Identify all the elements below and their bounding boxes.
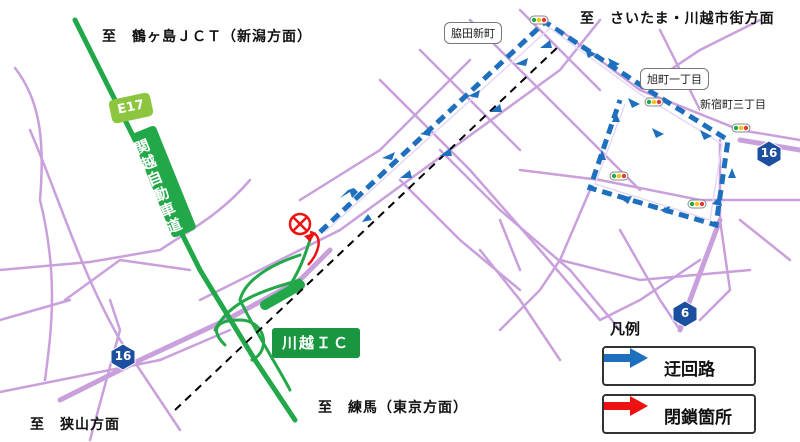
route-6-number: 6 bbox=[680, 306, 690, 320]
route-16-shield-west: 16 bbox=[110, 343, 136, 371]
shield-icon bbox=[672, 300, 698, 328]
destination-northeast: 至 さいたま・川越市街方面 bbox=[580, 11, 775, 27]
detour-arrows bbox=[340, 40, 736, 222]
expressway-name-label bbox=[132, 125, 196, 238]
boundary-line bbox=[174, 44, 561, 411]
intersection-asahi: 旭町一丁目 bbox=[640, 68, 709, 90]
red-arrow-icon bbox=[604, 396, 648, 416]
destination-southwest: 至 狭山方面 bbox=[30, 417, 120, 433]
traffic-signals bbox=[529, 15, 751, 209]
destination-north: 至 鶴ヶ島ＪＣＴ（新潟方面） bbox=[102, 29, 312, 45]
intersection-wakita: 脇田新町 bbox=[444, 22, 502, 44]
route-6-shield: 6 bbox=[672, 300, 698, 328]
route-16-number: 16 bbox=[760, 146, 778, 160]
shield-icon bbox=[756, 140, 782, 168]
destination-south: 至 練馬（東京方面） bbox=[318, 400, 468, 416]
legend-detour-label: 迂回路 bbox=[664, 360, 715, 380]
closed-section bbox=[288, 212, 320, 266]
legend-closed-label: 閉鎖箇所 bbox=[664, 408, 732, 428]
legend-detour: 迂回路 bbox=[602, 346, 756, 386]
route-16-shield-east: 16 bbox=[756, 140, 782, 168]
intersection-shinjuku: 新宿町三丁目 bbox=[700, 96, 766, 112]
legend-closed: 閉鎖箇所 bbox=[602, 394, 756, 434]
blue-arrow-icon bbox=[604, 348, 648, 368]
interchange-label: 川越ＩＣ bbox=[272, 328, 360, 358]
route-16-number: 16 bbox=[114, 349, 132, 363]
shield-icon bbox=[110, 343, 136, 371]
legend-title: 凡例 bbox=[610, 320, 641, 338]
